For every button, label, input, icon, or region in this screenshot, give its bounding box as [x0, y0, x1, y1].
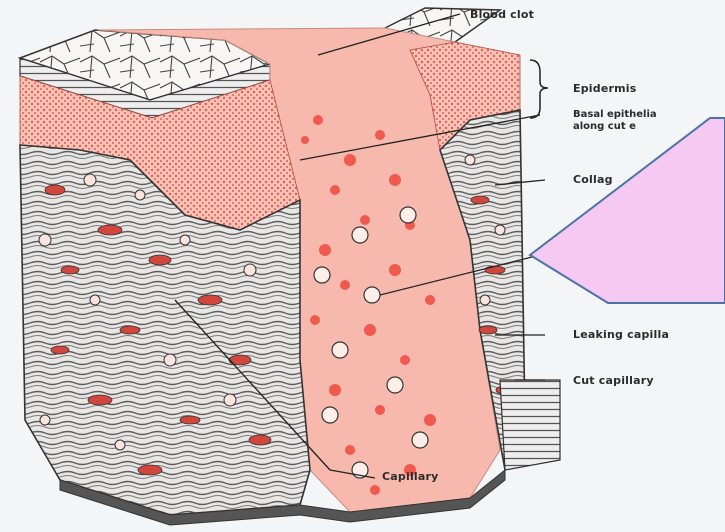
label-epidermis: Epidermis	[573, 82, 637, 95]
label-basal-line1: Basal epithelia	[573, 109, 657, 121]
label-basal-line2: along cut e	[573, 121, 657, 133]
label-blood-clot: Blood clot	[470, 8, 534, 21]
label-basal-epithelia: Basal epithelia along cut e	[573, 109, 657, 133]
label-capillary: Capillary	[382, 470, 439, 483]
label-collagen: Collag	[573, 173, 613, 186]
cut-capillary-tube	[500, 380, 560, 470]
epidermis-brace	[530, 60, 548, 118]
label-cut-capillary: Cut capillary	[573, 374, 654, 387]
label-leaking-capillary: Leaking capilla	[573, 328, 669, 341]
